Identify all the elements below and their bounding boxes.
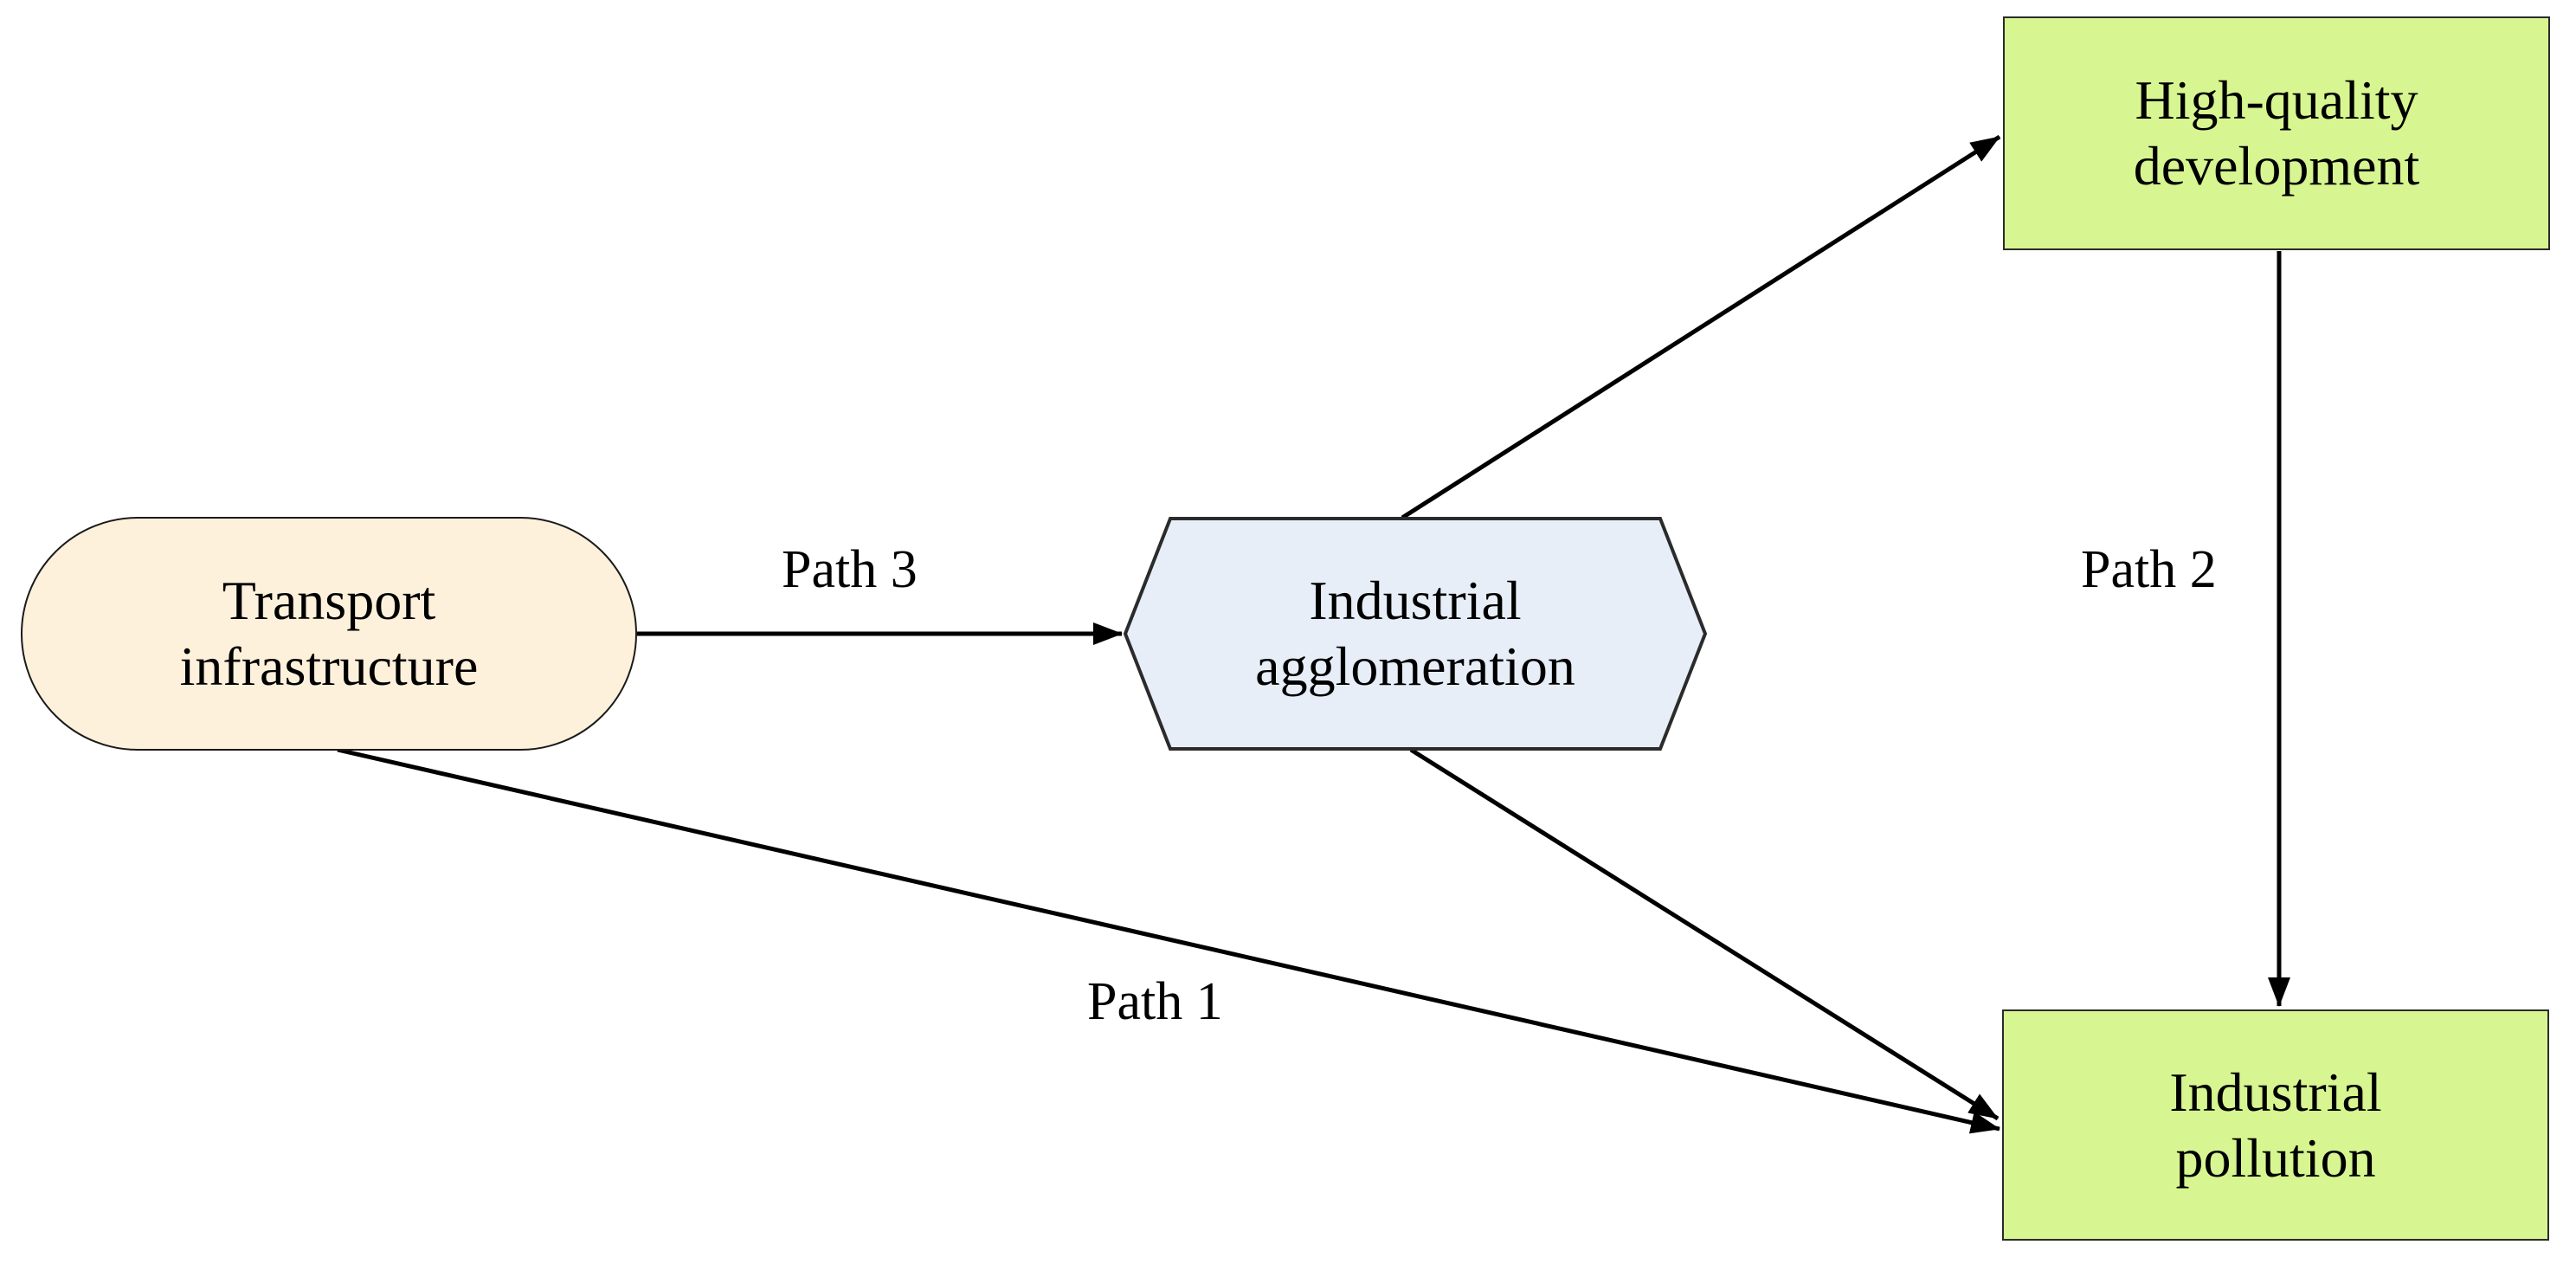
node-transport-infrastructure[interactable]: Transport infrastructure	[21, 517, 637, 751]
edge-label-path3: Path 3	[782, 540, 918, 599]
edge-label-path1: Path 1	[1087, 972, 1223, 1031]
node-industrial-pollution[interactable]: Industrial pollution	[2002, 1009, 2549, 1241]
node-high-quality-development[interactable]: High-quality development	[2003, 16, 2550, 250]
edge-agglomeration-to-pollution	[1409, 747, 2000, 1121]
node-industrial-pollution-label: Industrial pollution	[2169, 1061, 2382, 1189]
node-industrial-agglomeration-label: Industrial agglomeration	[1255, 570, 1575, 697]
node-high-quality-development-label: High-quality development	[2133, 69, 2420, 197]
node-industrial-agglomeration[interactable]: Industrial agglomeration	[1124, 516, 1707, 751]
edge-label-path2: Path 2	[2081, 540, 2217, 599]
edge-agglomeration-to-hqd	[1401, 134, 2001, 520]
node-transport-infrastructure-label: Transport infrastructure	[179, 570, 479, 697]
edge-path1	[337, 747, 2000, 1134]
hexagon-shape	[1124, 517, 1707, 751]
